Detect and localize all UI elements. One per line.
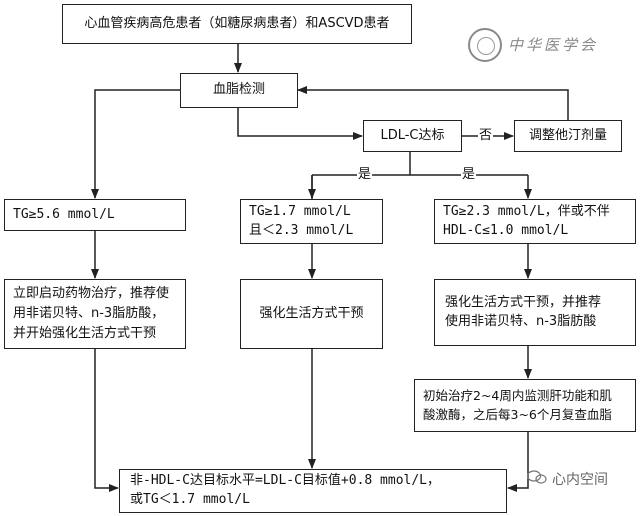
node-lifestyle-plus-drugs: 强化生活方式干预，并推荐 使用非诺贝特、n-3脂肪酸 xyxy=(434,279,636,346)
node-adjust-statin: 调整他汀剂量 xyxy=(514,120,622,152)
node-monitoring: 初始治疗2~4周内监测肝功能和肌 酸激酶，之后每3~6个月复查血脂 xyxy=(414,379,636,432)
node-goal: 非-HDL-C达目标水平=LDL-C目标值+0.8 mmol/L， 或TG＜1.… xyxy=(119,469,507,513)
brand-watermark: 中华医学会 xyxy=(508,36,599,54)
edge-lipid-to-tg-high xyxy=(91,89,180,199)
node-lifestyle: 强化生活方式干预 xyxy=(240,279,383,349)
node-high-risk-patients: 心血管疾病高危患者（如糖尿病患者）和ASCVD患者 xyxy=(62,4,412,44)
brand-seal-icon xyxy=(468,28,502,62)
node-lipid-test: 血脂检测 xyxy=(180,73,298,108)
edge-label-no: 否 xyxy=(478,128,494,144)
node-immediate-drug-therapy: 立即启动药物治疗，推荐使用非诺贝特、n-3脂肪酸，并开始强化生活方式干预 xyxy=(4,279,186,349)
node-tg-mid: TG≥1.7 mmol/L 且＜2.3 mmol/L xyxy=(240,199,383,244)
node-tg-23: TG≥2.3 mmol/L，伴或不伴 HDL-C≤1.0 mmol/L xyxy=(434,199,636,244)
edge-label-yes-left: 是 xyxy=(357,167,373,183)
wechat-icon xyxy=(527,470,547,484)
node-tg-high: TG≥5.6 mmol/L xyxy=(4,199,186,231)
wechat-watermark: 心内空间 xyxy=(552,472,608,488)
node-ldl-target: LDL-C达标 xyxy=(363,120,462,152)
edge-label-yes-right: 是 xyxy=(461,167,477,183)
edge-lipid-to-ldl xyxy=(237,108,363,140)
edge-adjust-to-lipid xyxy=(297,86,569,120)
